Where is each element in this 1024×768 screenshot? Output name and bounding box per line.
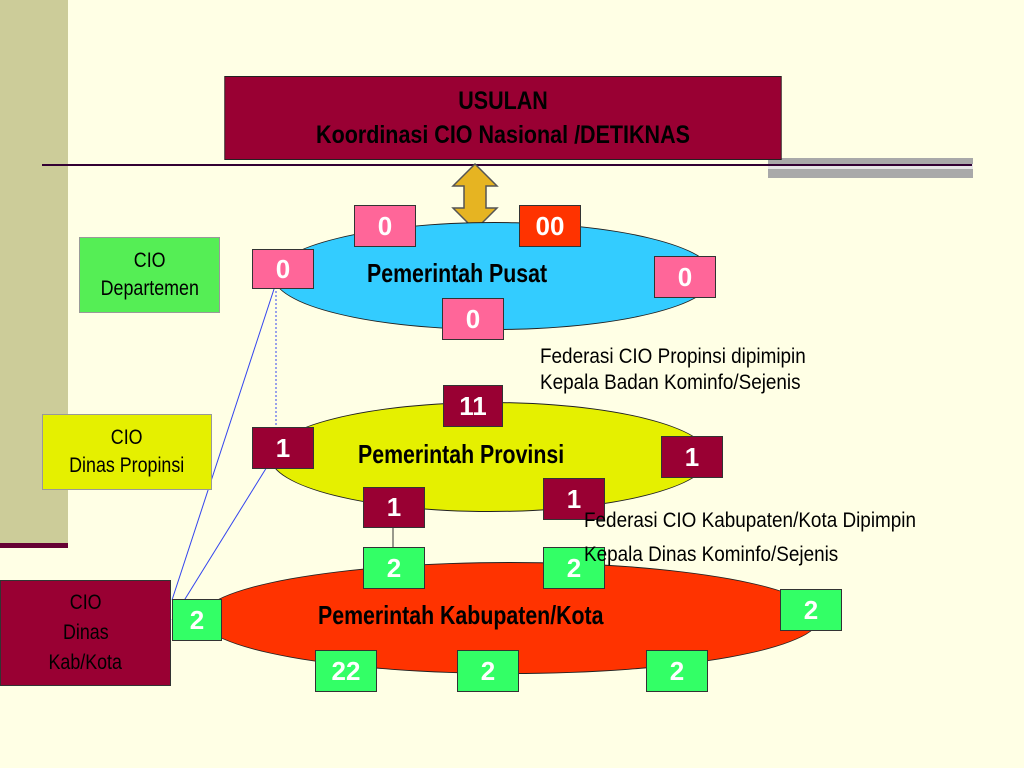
node-provinsi-top: 11	[443, 385, 503, 427]
node-kabupaten-bottom-right: 2	[646, 650, 708, 692]
level-pusat-label: Pemerintah Pusat	[367, 258, 548, 288]
cio-propinsi-line-2: Dinas Propinsi	[69, 454, 185, 477]
cio-kabkota-line-3: Kab/Kota	[48, 651, 123, 674]
title-box: USULAN Koordinasi CIO Nasional /DETIKNAS	[224, 76, 782, 160]
cio-departemen-line-1: CIO	[133, 249, 166, 272]
cio-propinsi-box: CIO Dinas Propinsi	[42, 414, 212, 490]
node-kabupaten-top-right: 2	[543, 547, 605, 589]
cio-departemen-box: CIO Departemen	[79, 237, 220, 313]
connector-departemen-kab	[171, 282, 277, 601]
node-kabupaten-right: 2	[780, 589, 842, 631]
cio-kabkota-line-1: CIO	[69, 591, 102, 614]
node-pusat-right: 0	[654, 256, 716, 298]
level-provinsi-label: Pemerintah Provinsi	[358, 439, 565, 469]
node-kabupaten-left: 2	[172, 599, 222, 641]
cio-kabkota-box: CIO Dinas Kab/Kota	[0, 580, 171, 686]
note-provinsi: Federasi CIO Propinsi dipimipin Kepala B…	[540, 344, 806, 396]
note-kabupaten-line-2: Kepala Dinas Kominfo/Sejenis	[584, 543, 839, 566]
note-kabupaten: Federasi CIO Kabupaten/Kota Dipimpin Kep…	[584, 504, 980, 572]
title-line-2: Koordinasi CIO Nasional /DETIKNAS	[316, 121, 690, 149]
node-kabupaten-bottom-left: 22	[315, 650, 377, 692]
title-line-1: USULAN	[458, 87, 548, 115]
node-provinsi-bottom-left: 1	[363, 487, 425, 528]
node-pusat-top-right: 00	[519, 205, 581, 247]
node-pusat-bottom: 0	[442, 298, 504, 340]
note-provinsi-line-1: Federasi CIO Propinsi dipimipin	[540, 345, 806, 368]
connector-provinsi-kab	[171, 461, 271, 621]
note-provinsi-line-2: Kepala Badan Kominfo/Sejenis	[540, 371, 801, 394]
node-provinsi-left: 1	[252, 427, 314, 469]
node-kabupaten-bottom-center: 2	[457, 650, 519, 692]
header-rule	[42, 164, 972, 166]
level-kabupaten-label: Pemerintah Kabupaten/Kota	[318, 600, 604, 630]
sidebar-edge	[0, 543, 68, 548]
cio-propinsi-line-1: CIO	[111, 426, 143, 449]
header-shadow-bar	[768, 158, 973, 178]
cio-kabkota-line-2: Dinas	[62, 621, 109, 644]
note-kabupaten-line-1: Federasi CIO Kabupaten/Kota Dipimpin	[584, 509, 916, 532]
node-kabupaten-top-left: 2	[363, 547, 425, 589]
double-arrow-icon	[451, 162, 499, 232]
node-pusat-top-left: 0	[354, 205, 416, 247]
node-provinsi-right: 1	[661, 436, 723, 478]
node-provinsi-bottom-right: 1	[543, 478, 605, 520]
cio-departemen-line-2: Departemen	[100, 277, 199, 300]
node-pusat-left: 0	[252, 249, 314, 289]
